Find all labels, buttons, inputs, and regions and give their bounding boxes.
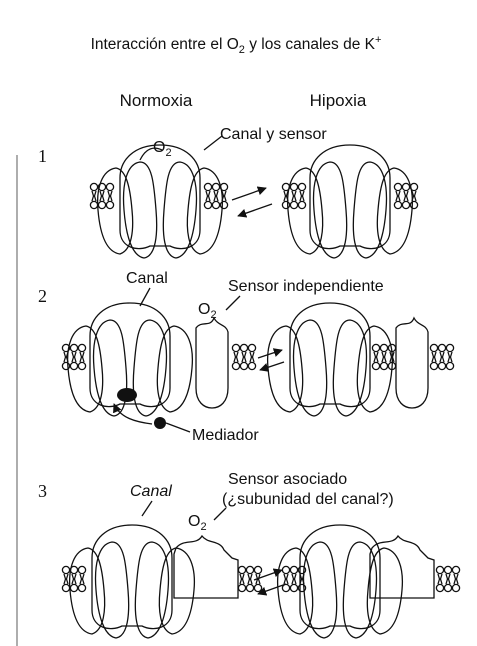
mediator-arrow — [114, 404, 152, 424]
o2-label: O2 — [153, 139, 172, 159]
membrane-lipids — [394, 183, 417, 208]
canal-y-sensor-label: Canal y sensor — [220, 126, 327, 143]
canal-label: Canal — [126, 270, 168, 287]
mediator-molecule — [154, 417, 166, 429]
mediator-molecule — [117, 388, 137, 402]
sensor-leader — [226, 296, 240, 310]
sensor-hipoxia — [396, 318, 428, 408]
panel-number: 2 — [38, 286, 47, 306]
panel-2: 2 Canal Sensor independiente O2 Mediador — [38, 270, 454, 444]
mediador-label: Mediador — [192, 427, 259, 444]
membrane-lipids — [62, 344, 85, 369]
panel-number: 3 — [38, 481, 47, 501]
sensor-asociado-label: Sensor asociado — [228, 471, 347, 488]
figure-title: Interacción entre el O2 y los canales de… — [91, 34, 382, 56]
hipoxia-heading: Hipoxia — [310, 91, 367, 110]
transition-arrow — [258, 350, 282, 358]
panel-1: 1 Canal y sensor O2 — [38, 126, 418, 258]
membrane-lipids — [62, 566, 85, 591]
sensor-independiente-label: Sensor independiente — [228, 278, 384, 295]
transition-arrow — [238, 204, 272, 216]
canal-label: Canal — [130, 483, 172, 500]
membrane-lipids — [90, 183, 113, 208]
normoxia-heading: Normoxia — [120, 91, 193, 110]
membrane-lipids — [204, 183, 227, 208]
membrane-lipids — [282, 183, 305, 208]
channel-normoxia — [98, 145, 223, 258]
sensor-normoxia — [174, 536, 238, 598]
channel-hipoxia — [268, 303, 393, 416]
mediator-leader — [166, 423, 190, 432]
o2-label: O2 — [188, 513, 207, 533]
membrane-lipids — [282, 566, 305, 591]
canal-sensor-leader — [204, 136, 222, 150]
panel-3: 3 Canal Sensor asociado (¿subunidad del … — [38, 471, 460, 638]
panel-number: 1 — [38, 146, 47, 166]
membrane-lipids — [232, 344, 255, 369]
transition-arrow — [260, 362, 284, 370]
membrane-lipids — [430, 344, 453, 369]
transition-arrow — [232, 188, 266, 200]
canal-leader — [140, 288, 150, 306]
membrane-lipids — [436, 566, 459, 591]
channel-normoxia — [70, 525, 195, 638]
canal-leader — [142, 501, 152, 516]
channel-hipoxia — [288, 145, 413, 258]
sensor-leader — [214, 508, 226, 520]
subunidad-label: (¿subunidad del canal?) — [222, 491, 394, 508]
sensor-normoxia — [196, 318, 228, 408]
transition-arrow — [258, 584, 286, 594]
